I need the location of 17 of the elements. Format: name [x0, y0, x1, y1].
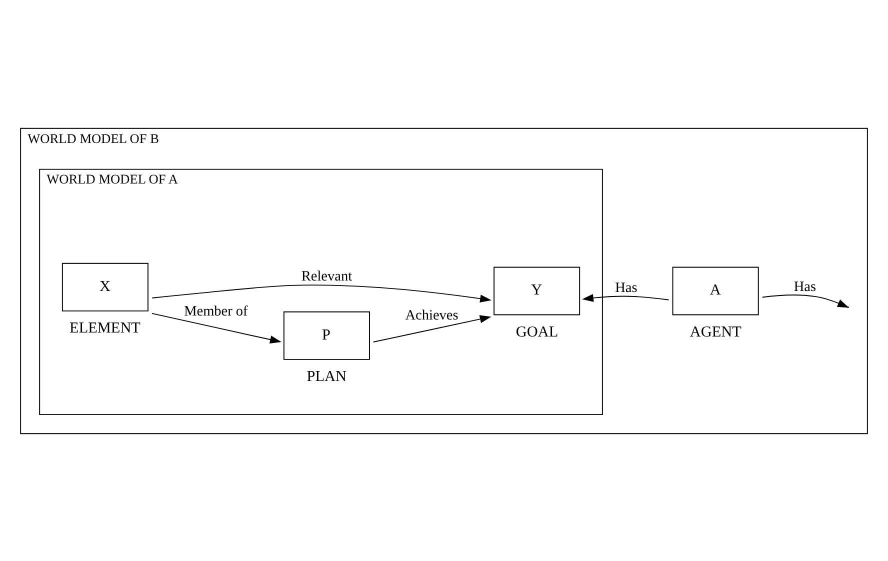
- node-box: A: [672, 266, 759, 315]
- edge-label: Has: [794, 278, 816, 294]
- node-label: ELEMENT: [70, 319, 140, 336]
- arrow: [582, 293, 670, 302]
- edge-label: Achieves: [405, 307, 458, 324]
- arrow: [152, 284, 492, 302]
- arrow: [372, 314, 492, 342]
- edge-label: Has: [615, 279, 638, 296]
- arrow: [151, 312, 282, 343]
- node-label: GOAL: [516, 322, 558, 340]
- node-box: Y: [494, 266, 580, 315]
- node-label: PLAN: [306, 368, 346, 385]
- edge-label: Relevant: [301, 268, 352, 284]
- node-label: AGENT: [690, 322, 742, 340]
- edge-label: Member of: [184, 303, 248, 320]
- node-box: X: [62, 262, 148, 311]
- node-box: P: [283, 310, 370, 360]
